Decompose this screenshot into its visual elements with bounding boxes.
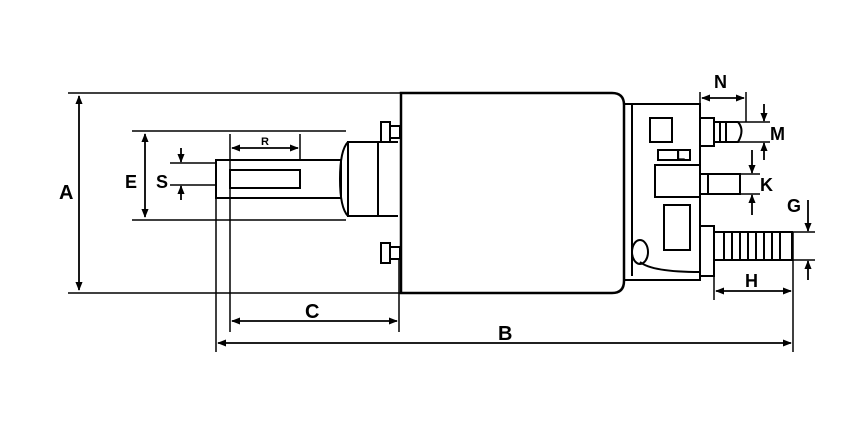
small-terminal-bolt [699,117,743,147]
label-n: N [714,72,727,92]
label-c: C [305,301,319,323]
extension-lines [68,92,815,352]
label-b: B [498,323,512,345]
label-g: G [787,196,801,216]
mounting-studs [380,121,401,264]
plunger-housing [338,141,398,217]
label-k: K [760,175,773,195]
plunger [215,159,342,199]
middle-terminal-stud [699,173,741,195]
dimension-labels: A E S R C B N M L K G H [59,72,801,345]
large-terminal-bolt [699,225,793,277]
label-s: S [156,172,168,192]
label-a: A [59,182,73,204]
label-r: R [261,136,269,148]
label-l: L [676,147,685,164]
dimension-lines [75,94,812,347]
label-m: M [770,124,785,144]
label-e: E [125,172,137,192]
label-h: H [745,271,758,291]
terminal-housing [624,103,701,281]
solenoid-body [399,91,626,295]
